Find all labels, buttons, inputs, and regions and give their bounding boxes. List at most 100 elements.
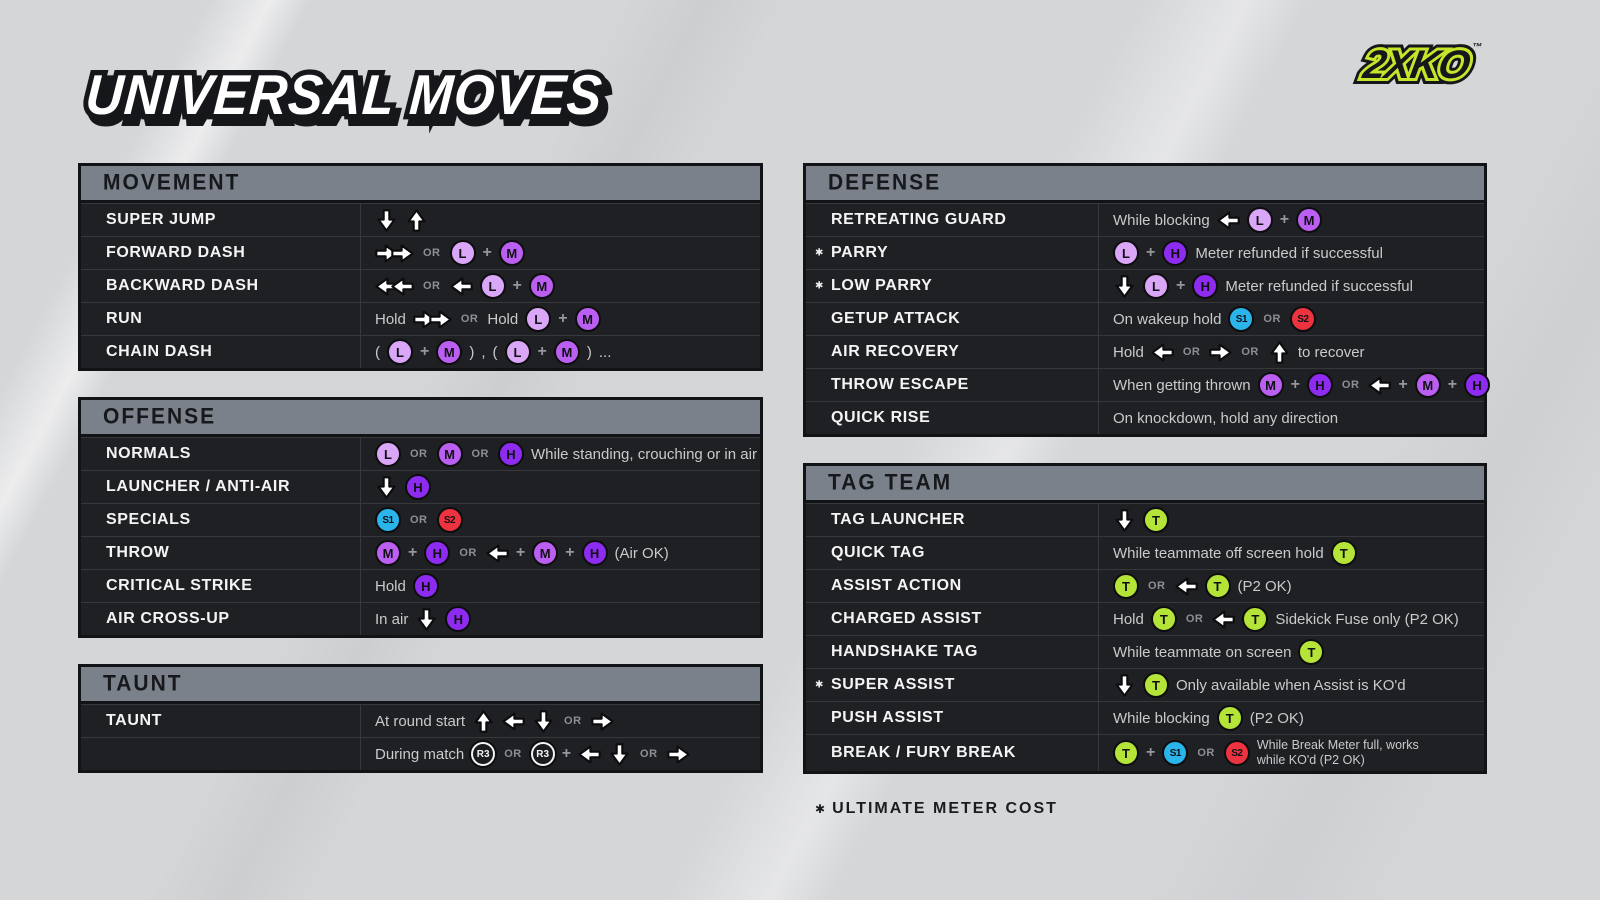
move-name: THROW ESCAPE: [831, 376, 969, 393]
arrow-down-icon: [377, 208, 396, 232]
button-H: H: [1306, 372, 1333, 398]
button-L: L: [449, 240, 476, 266]
move-name: LAUNCHER / ANTI-AIR: [106, 478, 291, 495]
note-text: Hold: [1113, 610, 1144, 628]
plus-sign: +: [561, 745, 572, 762]
double-arrow-right-icon: [375, 242, 414, 265]
or-label: OR: [1341, 379, 1360, 391]
asterisk-icon: ✱: [815, 247, 824, 259]
plus-sign: +: [1279, 211, 1290, 228]
or-label: OR: [1197, 747, 1215, 759]
button-H: H: [1464, 372, 1491, 398]
asterisk-icon: ✱: [815, 802, 826, 816]
plus-sign: +: [1290, 376, 1300, 393]
button-T: T: [1150, 606, 1177, 632]
plus-sign: +: [1398, 376, 1408, 393]
note-text: to recover: [1297, 343, 1365, 361]
move-name: CRITICAL STRIKE: [106, 577, 253, 594]
plus-sign: +: [1176, 277, 1186, 294]
move-name: FORWARD DASH: [106, 244, 246, 261]
move-name: QUICK TAG: [831, 544, 925, 561]
arrow-down-icon: [1115, 508, 1134, 532]
note-text: (: [492, 343, 498, 361]
brand-logo-2xko: 2XKO™: [1360, 42, 1482, 88]
move-inputs-cell: (L+M),(L+M)...: [360, 336, 760, 368]
move-name: SUPER ASSIST: [831, 676, 955, 693]
move-name: PUSH ASSIST: [831, 709, 944, 726]
move-name: TAUNT: [106, 712, 163, 729]
button-L: L: [1143, 273, 1169, 299]
double-arrow-left-icon: [375, 275, 414, 298]
table-header-movement: MOVEMENT: [81, 166, 760, 203]
button-H: H: [498, 441, 524, 467]
arrow-left-icon: [1151, 342, 1174, 362]
arrow-right-icon: [391, 243, 414, 263]
move-label-cell: ASSIST ACTION: [806, 570, 1098, 602]
asterisk-icon: ✱: [815, 679, 824, 691]
or-label: OR: [1148, 580, 1166, 592]
or-label: OR: [410, 514, 428, 526]
arrow-left-icon: [1216, 210, 1240, 230]
note-text: ,: [481, 343, 486, 361]
move-label-cell: BREAK / FURY BREAK: [806, 735, 1098, 771]
move-name: NORMALS: [106, 445, 192, 462]
move-label-cell: HANDSHAKE TAG: [806, 636, 1098, 668]
button-M: M: [1414, 372, 1441, 398]
note-text: On knockdown, hold any direction: [1113, 409, 1339, 427]
move-label-cell: TAUNT: [81, 705, 360, 737]
button-M: M: [528, 273, 555, 299]
arrow-right-icon: [413, 309, 436, 329]
or-label: OR: [410, 448, 428, 460]
button-M: M: [1257, 372, 1284, 398]
move-label-cell: QUICK TAG: [806, 537, 1098, 569]
move-label-cell: LAUNCHER / ANTI-AIR: [81, 471, 360, 503]
move-label-cell: RETREATING GUARD: [806, 204, 1098, 236]
or-label: OR: [504, 748, 522, 760]
arrow-left-icon: [502, 711, 525, 731]
button-S1: S1: [375, 507, 401, 533]
move-name: CHARGED ASSIST: [831, 610, 982, 627]
button-T: T: [1298, 639, 1325, 665]
move-label-cell: PUSH ASSIST: [806, 702, 1098, 734]
move-name: HANDSHAKE TAG: [831, 643, 979, 660]
button-H: H: [581, 540, 608, 566]
move-name: AIR RECOVERY: [831, 343, 960, 360]
move-inputs-cell: On knockdown, hold any direction: [1098, 402, 1484, 434]
note-text: Hold: [1113, 343, 1144, 361]
note-text: In air: [375, 610, 409, 628]
move-inputs-cell: T: [1098, 504, 1484, 536]
plus-sign: +: [482, 244, 492, 261]
move-label-cell: FORWARD DASH: [81, 237, 360, 269]
note-text: On wakeup hold: [1113, 310, 1222, 328]
button-T: T: [1216, 705, 1243, 731]
plus-sign: +: [1146, 744, 1156, 761]
note-text: Meter refunded if successful: [1195, 244, 1383, 262]
or-label: OR: [471, 448, 489, 460]
button-L: L: [525, 306, 552, 332]
note-text: Hold: [375, 310, 406, 328]
arrow-left-icon: [391, 276, 414, 296]
move-name: TAG LAUNCHER: [831, 511, 966, 528]
move-label-cell: THROW: [81, 537, 360, 569]
button-S1: S1: [1162, 740, 1189, 766]
move-name: SPECIALS: [106, 511, 191, 528]
note-text: (: [375, 343, 380, 361]
table-title: MOVEMENT: [103, 170, 241, 195]
plus-sign: +: [408, 544, 418, 561]
